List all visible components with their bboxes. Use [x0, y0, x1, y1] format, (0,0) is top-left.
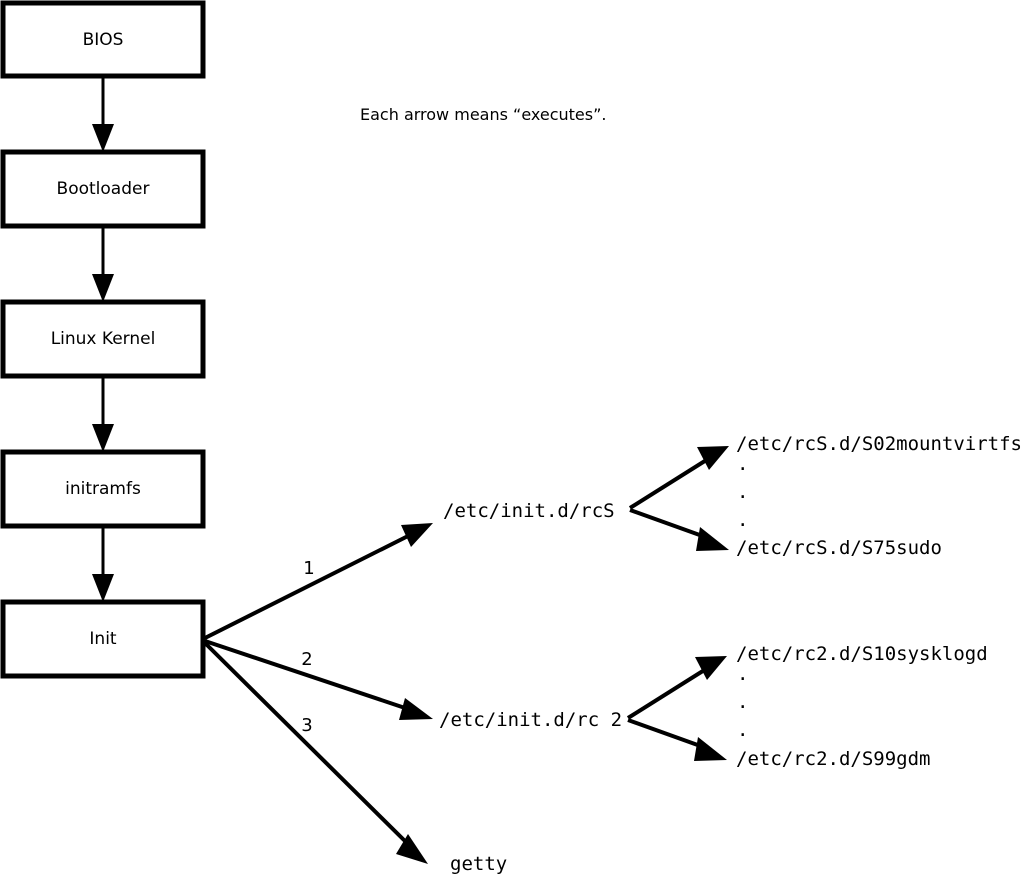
arrow-kernel-to-initramfs — [92, 377, 114, 452]
label-rcs-last-script: /etc/rcS.d/S75sudo — [736, 537, 942, 559]
arrow-init-to-rc2 — [204, 639, 433, 720]
node-kernel[interactable]: Linux Kernel — [0, 299, 206, 379]
label-rc2-first-script: /etc/rc2.d/S10sysklogd — [736, 643, 988, 665]
arrowhead-icon — [696, 527, 729, 551]
init-fanout-arrows: 1 2 3 — [203, 523, 433, 864]
arrow-rc2-to-last-script — [627, 718, 727, 761]
branch-number-1: 1 — [303, 558, 314, 579]
arrow-rc2-to-first-script — [626, 656, 727, 720]
arrowhead-icon — [396, 834, 428, 864]
boot-chain-arrows — [92, 77, 114, 602]
label-getty: getty — [450, 853, 507, 875]
branch-number-3: 3 — [301, 715, 312, 736]
label-rc2-last-script: /etc/rc2.d/S99gdm — [736, 748, 930, 770]
rcs-fanout-arrows — [628, 446, 729, 551]
rc2-fanout-arrows — [626, 656, 727, 761]
node-initramfs[interactable]: initramfs — [0, 449, 206, 529]
node-bios-rect[interactable] — [0, 0, 206, 79]
arrow-rcs-to-first-script — [628, 446, 729, 510]
arrowhead-icon — [401, 523, 433, 547]
boot-chain-group: BIOS Bootloader Linux Kernel initramfs I… — [0, 0, 206, 679]
node-bios[interactable]: BIOS — [0, 0, 206, 79]
arrow-initramfs-to-init — [92, 527, 114, 602]
node-bootloader[interactable]: Bootloader — [0, 149, 206, 229]
arrowhead-icon — [695, 656, 727, 680]
arrow-bootloader-to-kernel — [92, 227, 114, 302]
node-kernel-label: Linux Kernel — [51, 329, 156, 349]
rc2-ellipsis-dot-2: . — [737, 691, 748, 713]
rcs-ellipsis-dot-3: . — [737, 509, 748, 531]
rcs-ellipsis-dot-1: . — [737, 453, 748, 475]
arrowhead-icon — [92, 424, 114, 452]
label-init-d-rc2: /etc/init.d/rc 2 — [439, 709, 622, 731]
branch-number-2: 2 — [301, 649, 312, 670]
node-init-rect[interactable] — [0, 599, 206, 679]
rcs-ellipsis-dot-2: . — [737, 481, 748, 503]
arrow-init-to-getty — [203, 641, 428, 864]
label-rcs-first-script: /etc/rcS.d/S02mountvirtfs — [736, 433, 1022, 455]
node-init[interactable]: Init — [0, 599, 206, 679]
node-initramfs-label: initramfs — [65, 479, 141, 499]
arrow-rcs-to-last-script — [629, 508, 729, 551]
rc2-ellipsis-dot-3: . — [737, 719, 748, 741]
arrowhead-icon — [92, 124, 114, 152]
caption-text: Each arrow means “executes”. — [360, 105, 606, 124]
arrowhead-icon — [92, 574, 114, 602]
arrowhead-icon — [399, 698, 433, 720]
node-kernel-rect[interactable] — [0, 299, 206, 379]
arrowhead-icon — [694, 737, 727, 761]
rc2-ellipsis-dot-1: . — [737, 663, 748, 685]
label-init-d-rcs: /etc/init.d/rcS — [443, 500, 615, 522]
node-bootloader-label: Bootloader — [57, 179, 150, 199]
arrowhead-icon — [697, 446, 729, 470]
arrow-init-to-rcs — [204, 523, 433, 640]
node-bios-label: BIOS — [83, 30, 124, 50]
arrow-bios-to-bootloader — [92, 77, 114, 152]
node-init-label: Init — [89, 629, 117, 649]
arrowhead-icon — [92, 274, 114, 302]
